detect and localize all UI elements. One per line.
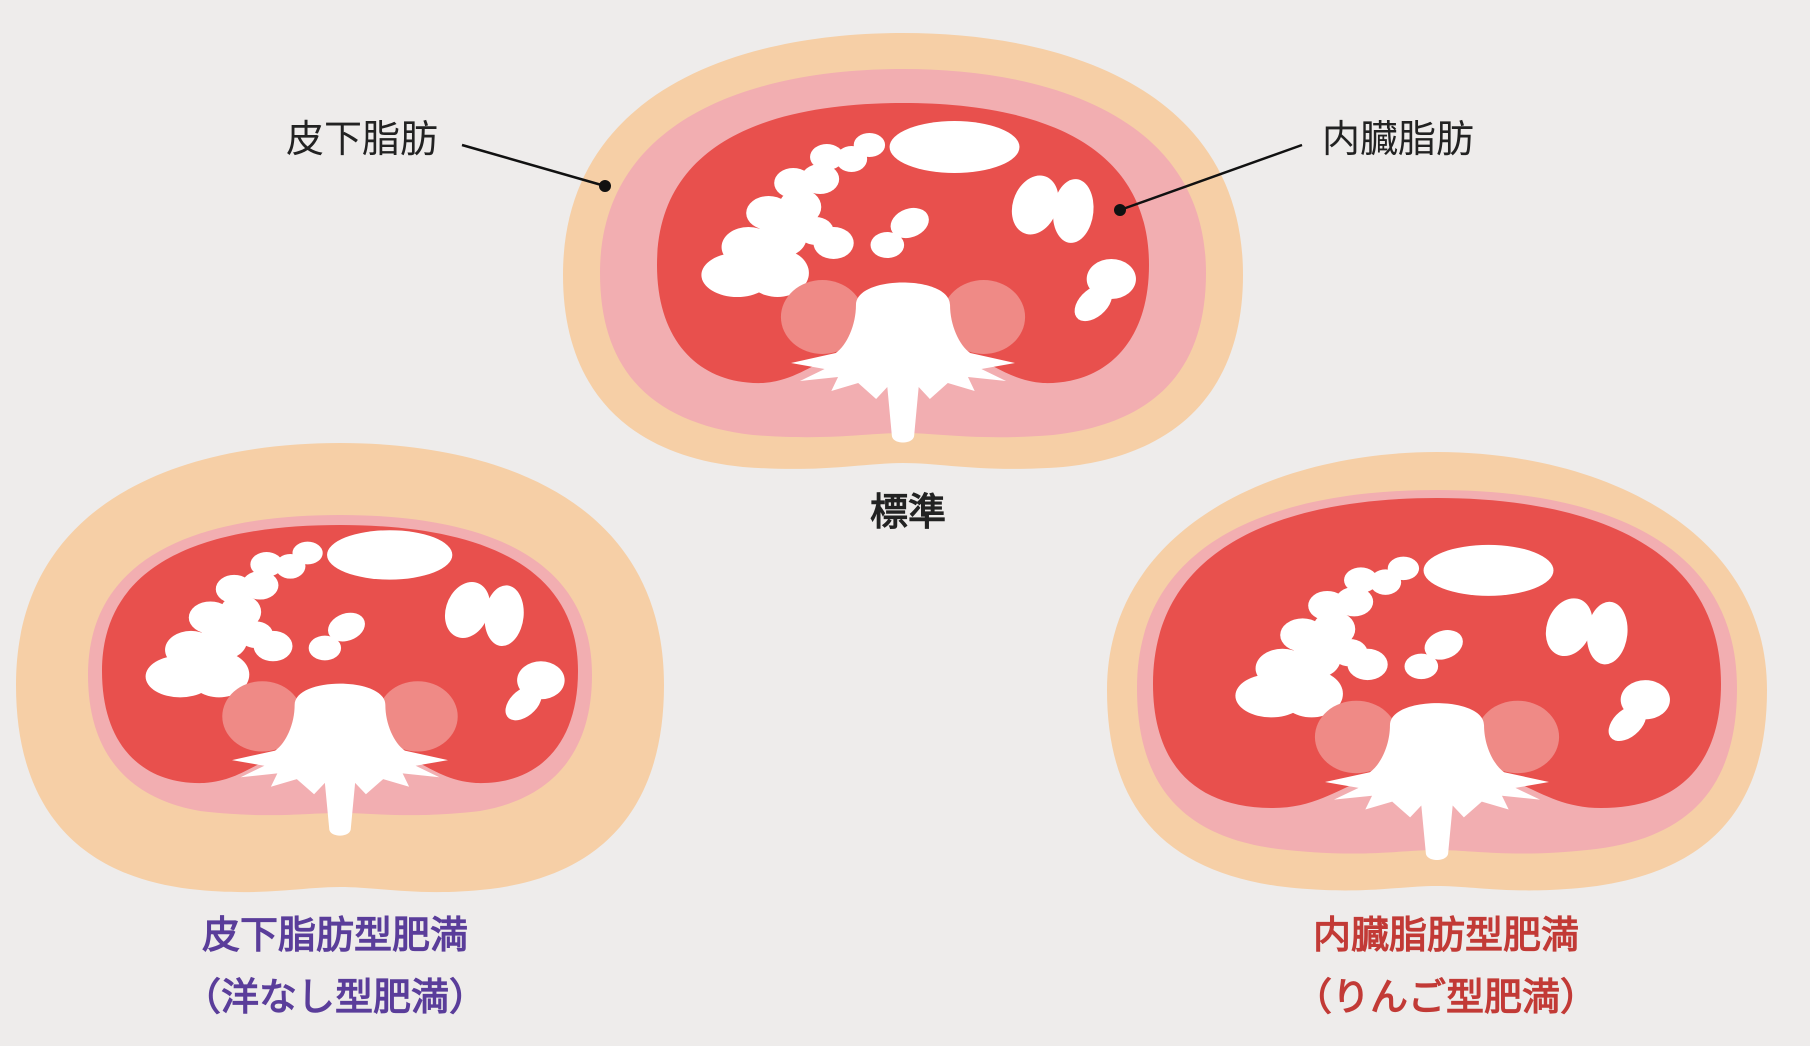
leader-dot-visceral bbox=[1114, 204, 1126, 216]
caption-visceral-type-line1: 内臓脂肪型肥満 bbox=[1313, 913, 1579, 957]
leader-subcutaneous bbox=[461, 143, 611, 192]
cross-section-subcutaneous-type bbox=[16, 443, 664, 893]
leader-dot-subcutaneous bbox=[599, 180, 611, 192]
caption-standard: 標準 bbox=[870, 490, 946, 534]
annotation-subcutaneous-fat: 皮下脂肪 bbox=[286, 117, 438, 161]
caption-subcutaneous-type-line2: （洋なし型肥満） bbox=[183, 975, 487, 1019]
annotation-visceral-fat: 内臓脂肪 bbox=[1322, 117, 1474, 161]
cross-section-standard bbox=[563, 33, 1243, 469]
cross-section-visceral-type bbox=[1107, 452, 1767, 891]
leader-visceral bbox=[1114, 143, 1303, 216]
caption-subcutaneous-type-line1: 皮下脂肪型肥満 bbox=[202, 913, 468, 957]
caption-visceral-type-line2: （りんご型肥満） bbox=[1294, 975, 1598, 1019]
